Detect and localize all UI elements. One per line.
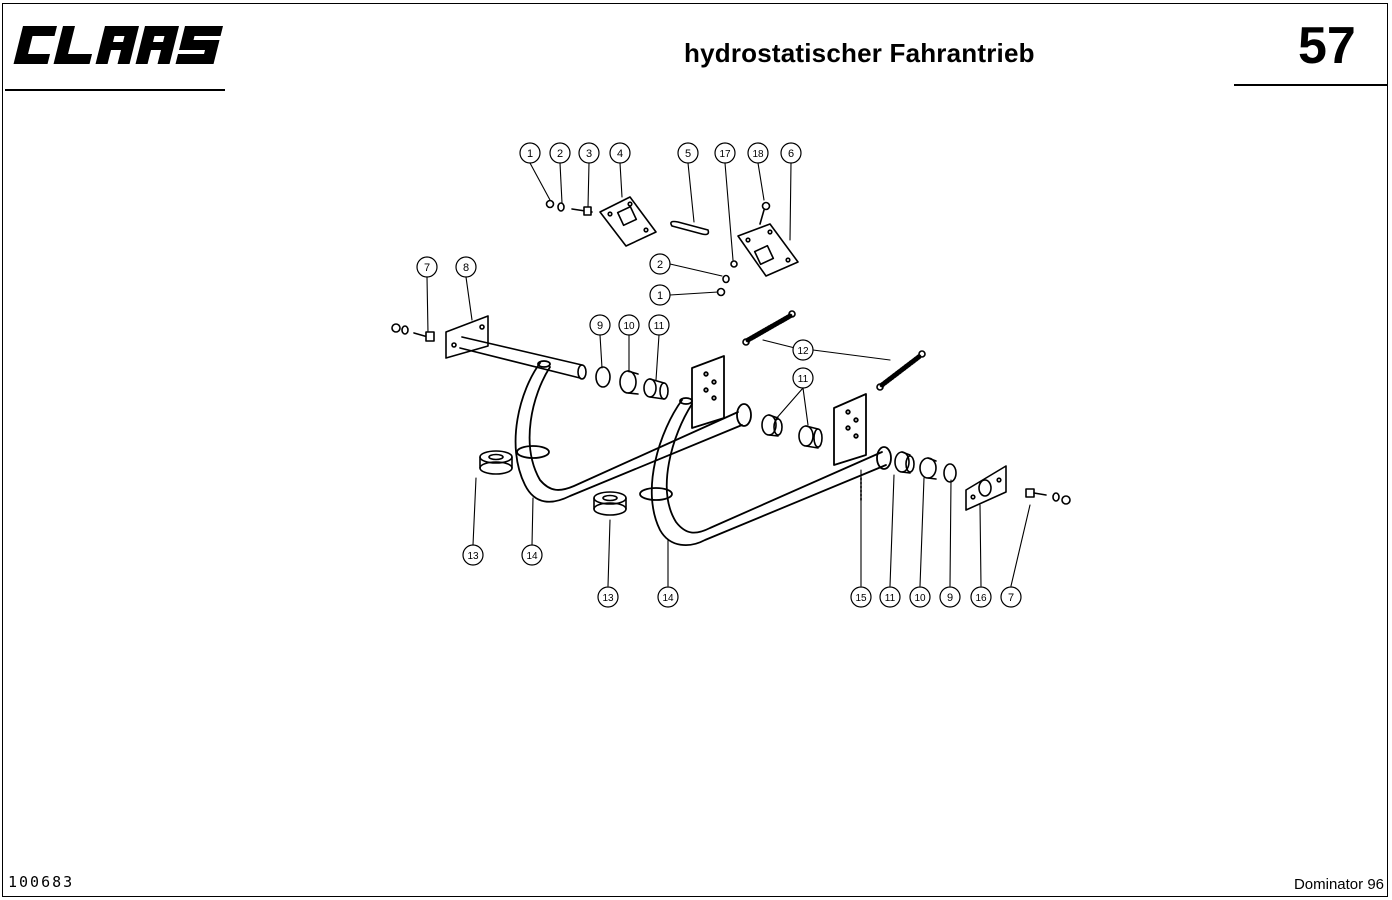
callout-number: 15	[855, 593, 867, 604]
pedal-plate-6	[716, 201, 799, 297]
callout-number: 16	[975, 593, 987, 604]
spring-lower	[876, 350, 926, 391]
bushings-centre	[761, 414, 823, 449]
callout-11: 11	[648, 314, 670, 336]
spring-upper	[742, 310, 796, 346]
callout-number: 1	[527, 148, 533, 160]
callout-10: 10	[909, 586, 931, 608]
callout-6: 6	[780, 142, 802, 164]
callout-number: 7	[424, 262, 430, 274]
model-name: Dominator 96	[1293, 876, 1384, 893]
leader-lines	[426, 162, 1031, 587]
callout-number: 6	[788, 148, 794, 160]
callout-2: 2	[649, 253, 671, 275]
callout-number: 1	[657, 290, 663, 302]
callout-number: 7	[1008, 592, 1014, 604]
rubber-pad-right	[593, 491, 627, 516]
callout-18: 18	[747, 142, 769, 164]
rubber-pad-left	[479, 450, 513, 475]
callout-number: 17	[719, 149, 731, 160]
callout-17: 17	[714, 142, 736, 164]
page-number-underline	[1234, 84, 1388, 86]
callout-2: 2	[549, 142, 571, 164]
logo-underline	[5, 89, 225, 91]
callout-number: 10	[914, 593, 926, 604]
callout-7: 7	[1000, 586, 1022, 608]
callout-number: 9	[947, 592, 953, 604]
callout-7: 7	[416, 256, 438, 278]
callout-14: 14	[521, 544, 543, 566]
page-title: hydrostatischer Fahrantrieb	[684, 38, 1035, 68]
callout-15: 15	[850, 586, 872, 608]
callout-9: 9	[939, 586, 961, 608]
callout-number: 10	[623, 321, 635, 332]
callout-number: 13	[467, 551, 479, 562]
callout-number: 12	[797, 346, 809, 357]
callout-number: 5	[685, 148, 691, 160]
brand-logo	[13, 26, 224, 64]
pedal-arm-left	[514, 355, 752, 503]
callout-number: 8	[463, 262, 469, 274]
callout-13: 13	[597, 586, 619, 608]
callout-number: 14	[662, 593, 674, 604]
callout-4: 4	[609, 142, 631, 164]
callout-1: 1	[649, 284, 671, 306]
callout-9: 9	[589, 314, 611, 336]
callout-1: 1	[519, 142, 541, 164]
callout-13: 13	[462, 544, 484, 566]
callout-10: 10	[618, 314, 640, 336]
pedal-plate-4	[545, 196, 657, 247]
mounting-plate-left	[391, 315, 587, 380]
callout-8: 8	[455, 256, 477, 278]
callout-number: 14	[526, 551, 538, 562]
bushings-left	[595, 366, 669, 400]
callout-5: 5	[677, 142, 699, 164]
callout-number: 9	[597, 320, 603, 332]
callout-number: 2	[657, 259, 663, 271]
document-code: 100683	[8, 873, 75, 891]
callout-number: 4	[617, 148, 623, 160]
page-frame	[2, 3, 1388, 897]
pin-5	[670, 220, 710, 236]
callout-number: 11	[798, 374, 809, 385]
callout-16: 16	[970, 586, 992, 608]
callout-number: 11	[885, 593, 896, 604]
callout-11: 11	[792, 367, 814, 389]
callout-number: 2	[557, 148, 563, 160]
page-number: 57	[1298, 17, 1356, 75]
bushings-right	[860, 451, 1071, 511]
callout-number: 11	[654, 321, 665, 332]
callout-3: 3	[578, 142, 600, 164]
callout-14: 14	[657, 586, 679, 608]
pedal-arm-right	[639, 393, 892, 546]
callout-number: 13	[602, 593, 614, 604]
callout-number: 3	[586, 148, 592, 160]
callout-12: 12	[792, 339, 814, 361]
callout-number: 18	[752, 149, 764, 160]
callout-11: 11	[879, 586, 901, 608]
